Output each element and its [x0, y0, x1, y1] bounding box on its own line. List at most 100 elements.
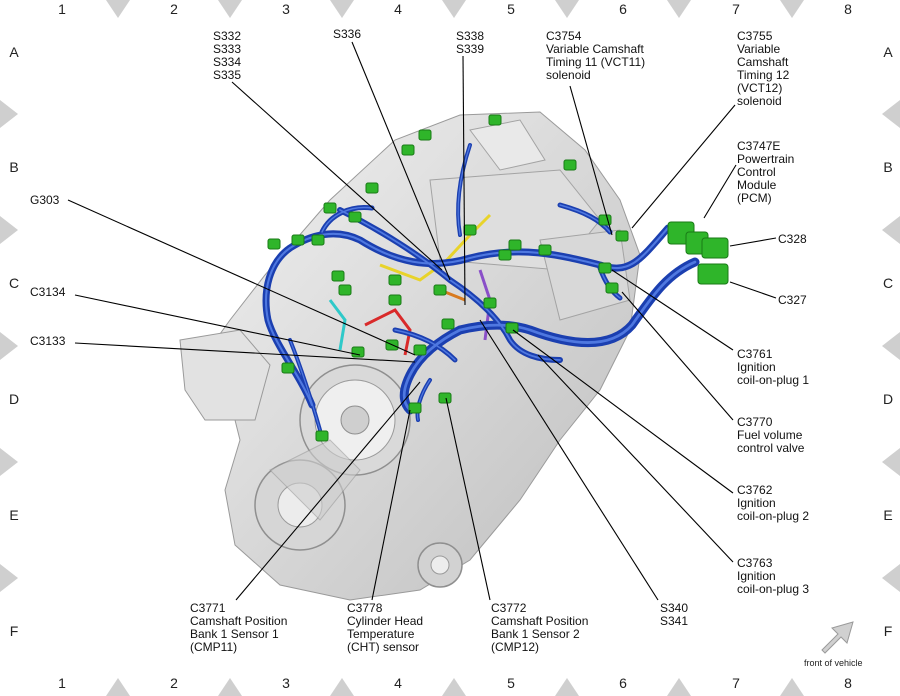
leader-c3763 [537, 354, 734, 563]
grid-col-label-bottom-6: 6 [619, 675, 627, 691]
connector [388, 274, 402, 286]
callout-line: Bank 1 Sensor 2 [491, 627, 580, 641]
grid-row-label-left-C: C [9, 275, 19, 291]
callout-line: S333 [213, 42, 241, 56]
callout-line: Camshaft [737, 55, 789, 69]
connector [441, 318, 455, 330]
callout-line: Variable [737, 42, 780, 56]
grid-marker-top-1 [218, 0, 242, 18]
harness-highlight [416, 379, 431, 421]
connector [365, 182, 379, 194]
callout-line: C3772 [491, 601, 527, 615]
grid-col-label-bottom-3: 3 [282, 675, 290, 691]
connector [267, 238, 281, 250]
grid-row-label-right-B: B [883, 159, 892, 175]
callout-line: S332 [213, 29, 241, 43]
callout-line: control valve [737, 441, 805, 455]
connector [563, 159, 577, 171]
callout-line: C3754 [546, 29, 582, 43]
callout-g303: G303 [30, 193, 60, 207]
callout-line: coil-on-plug 2 [737, 509, 809, 523]
leader-c3762 [512, 329, 734, 494]
callout-line: Variable Camshaft [546, 42, 644, 56]
harness-highlight [457, 144, 471, 236]
connector [311, 234, 325, 246]
grid-row-label-left-B: B [9, 159, 18, 175]
callout-line: G303 [30, 193, 60, 207]
leader-c3755 [631, 104, 736, 229]
connector [463, 224, 477, 236]
connector [348, 211, 362, 223]
callout-line: S338 [456, 29, 484, 43]
callout-line: C3771 [190, 601, 226, 615]
callout-line: S334 [213, 55, 241, 69]
connector [498, 249, 512, 261]
callout-line: Control [737, 165, 776, 179]
callout-line: S341 [660, 614, 688, 628]
callout-c327: C327 [778, 293, 807, 307]
callout-line: (VCT12) [737, 81, 782, 95]
callout-line: Ignition [737, 496, 776, 510]
callout-line: C3761 [737, 347, 773, 361]
grid-row-label-right-A: A [883, 44, 893, 60]
pcm-connector [701, 237, 729, 259]
callout-line: (CMP12) [491, 640, 539, 654]
grid-col-label-top-5: 5 [507, 1, 515, 17]
callout-line: Powertrain [737, 152, 794, 166]
grid-col-label-bottom-1: 1 [58, 675, 66, 691]
grid-marker-right-1 [882, 216, 900, 244]
grid-marker-right-3 [882, 448, 900, 476]
grid-row-label-left-A: A [9, 44, 19, 60]
callout-line: S336 [333, 27, 361, 41]
leader-c328 [729, 237, 777, 247]
callout-line: (CMP11) [190, 640, 237, 654]
connector [291, 234, 305, 246]
grid-marker-bottom-0 [106, 678, 130, 696]
grid-marker-right-4 [882, 564, 900, 592]
callout-line: Timing 11 (VCT11) [546, 55, 645, 69]
grid-col-label-top-4: 4 [394, 1, 402, 17]
connector [388, 294, 402, 306]
callout-c3134: C3134 [30, 285, 66, 299]
leader-c3754 [569, 85, 613, 236]
grid-marker-left-3 [0, 448, 18, 476]
grid-marker-bottom-1 [218, 678, 242, 696]
leader-s332-s335 [231, 81, 443, 271]
callout-s336: S336 [333, 27, 361, 41]
connector [488, 114, 502, 126]
grid-col-label-bottom-8: 8 [844, 675, 852, 691]
grid-row-label-left-E: E [9, 507, 18, 523]
grid-col-label-top-3: 3 [282, 1, 290, 17]
leader-c3761 [611, 269, 734, 351]
callout-line: Camshaft Position [491, 614, 588, 628]
harness-highlight [339, 209, 561, 361]
front-of-vehicle-label: front of vehicle [804, 658, 863, 668]
callout-line: (PCM) [737, 191, 772, 205]
grid-marker-top-6 [780, 0, 804, 18]
engine-illustration [179, 111, 641, 601]
leader-c3133 [74, 342, 416, 363]
grid-marker-right-0 [882, 100, 900, 128]
harness-highlight [559, 204, 611, 233]
callout-line: Fuel volume [737, 428, 803, 442]
callout-line: S340 [660, 601, 688, 615]
grid-col-label-top-6: 6 [619, 1, 627, 17]
grid-col-label-bottom-4: 4 [394, 675, 402, 691]
callout-line: C3747E [737, 139, 780, 153]
front-of-vehicle-indicator: front of vehicle [804, 621, 863, 668]
connector [331, 270, 345, 282]
leader-c3770 [621, 291, 734, 421]
grid-marker-bottom-2 [330, 678, 354, 696]
callout-line: C328 [778, 232, 807, 246]
grid-col-label-bottom-7: 7 [732, 675, 740, 691]
connector [315, 430, 329, 442]
leader-c3771 [235, 381, 421, 601]
